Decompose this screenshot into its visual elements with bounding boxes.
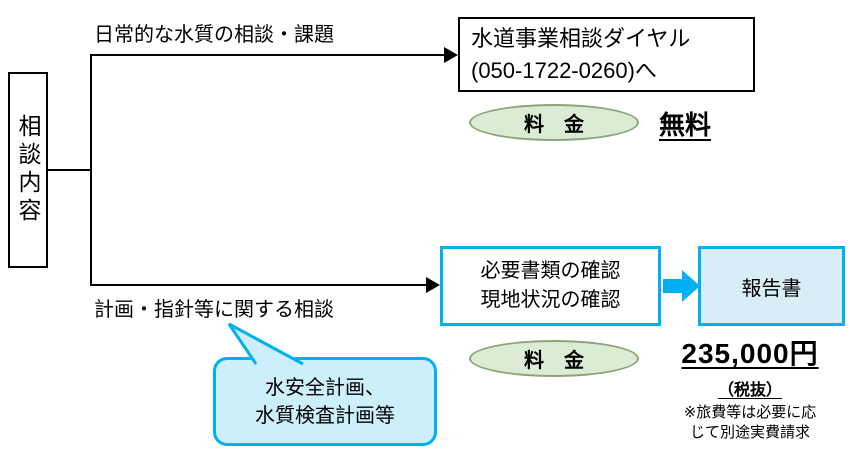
process-line2: 現地状況の確認 (480, 289, 621, 311)
phone-dial-line1: 水道事業相談ダイヤル (471, 25, 691, 51)
price-block: 235,000円 （税抜） ※旅費等は必要に応 じて別途実費請求 (652, 332, 848, 442)
tax-excluded-note: （税抜） (717, 382, 782, 399)
expense-note-line1: ※旅費等は必要に応 (683, 404, 817, 421)
fee-pill-bottom-label: 料 金 (524, 350, 584, 372)
process-line1: 必要書類の確認 (480, 260, 621, 282)
fee-value-free: 無料 (659, 110, 712, 140)
branch-bottom-label: 計画・指針等に関する相談 (94, 299, 334, 321)
report-box: 報告書 (698, 246, 845, 326)
arrowhead-bottom-icon (426, 277, 440, 293)
flow-arrow-icon (663, 270, 700, 302)
fee-pill-bottom: 料 金 (469, 340, 639, 377)
expense-note-line2: じて別途実費請求 (689, 423, 810, 441)
callout-line2: 水質検査計画等 (255, 404, 395, 427)
root-node-consultation: 相談内容 (8, 72, 48, 268)
fee-pill-top-label: 料 金 (524, 114, 584, 136)
callout-line1: 水安全計画、 (265, 376, 385, 399)
fee-value-price: 235,000円 (681, 338, 819, 369)
phone-dial-box: 水道事業相談ダイヤル (050-1722-0260)へ (458, 17, 755, 92)
report-label: 報告書 (741, 277, 802, 300)
arrowhead-top-icon (444, 47, 458, 63)
process-confirmation-box: 必要書類の確認 現地状況の確認 (440, 246, 661, 326)
root-node-label: 相談内容 (15, 114, 41, 226)
phone-dial-line2: (050-1722-0260)へ (471, 57, 657, 83)
callout-bubble: 水安全計画、 水質検査計画等 (213, 357, 437, 446)
expense-note: ※旅費等は必要に応 じて別途実費請求 (652, 403, 848, 442)
fee-pill-top: 料 金 (469, 104, 639, 141)
branch-top-label: 日常的な水質の相談・課題 (94, 24, 334, 46)
